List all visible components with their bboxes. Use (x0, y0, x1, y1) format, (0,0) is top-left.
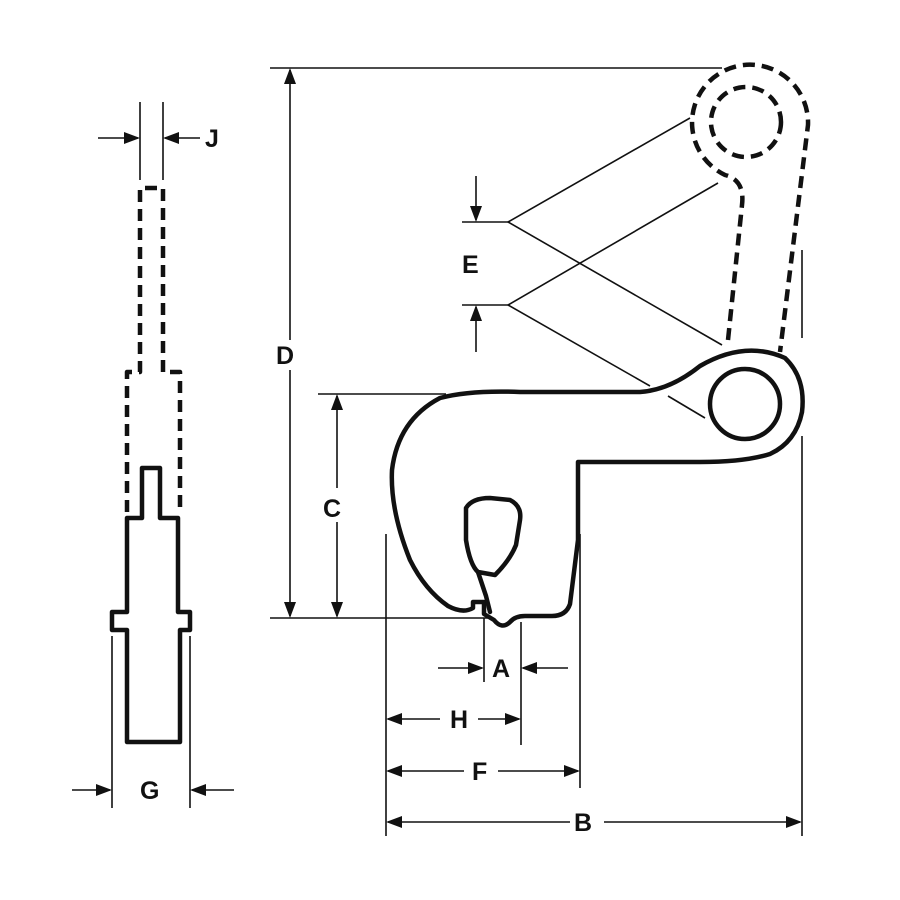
label-j: J (205, 125, 219, 153)
d-arrowhead-top (284, 68, 296, 84)
clamp-body-outline (389, 348, 805, 628)
h-arrowhead-right (505, 713, 521, 725)
side-view-open-outline (124, 185, 183, 512)
b-arrowhead-left (386, 816, 402, 828)
g-arrowhead-right (190, 784, 206, 796)
e-ray-4 (507, 304, 651, 387)
label-b: B (574, 809, 592, 837)
j-arrowhead-right (163, 132, 179, 144)
e-ray-1 (507, 117, 691, 223)
pivot-hole (707, 366, 783, 442)
side-view: J G (72, 102, 234, 808)
side-view-body (109, 465, 193, 745)
label-f: F (472, 758, 487, 786)
d-arrowhead-bottom (284, 602, 296, 618)
c-arrowhead-top (331, 394, 343, 410)
c-arrowhead-bottom (331, 602, 343, 618)
a-arrowhead-right (521, 662, 537, 674)
e-arrowhead-bottom (470, 305, 482, 321)
front-view: E D C A H (270, 62, 811, 837)
e-ray-2 (507, 221, 723, 346)
a-arrowhead-left (468, 662, 484, 674)
label-d: D (276, 342, 294, 370)
h-arrowhead-left (386, 713, 402, 725)
jaw-cam (463, 495, 523, 578)
label-e: E (462, 251, 479, 279)
label-g: G (140, 777, 159, 805)
label-c: C (323, 495, 341, 523)
e-ray-4b (667, 395, 706, 419)
jaw-cam-tip (475, 569, 493, 615)
g-arrowhead-left (96, 784, 112, 796)
label-h: H (450, 706, 468, 734)
e-arrowhead-top (470, 206, 482, 222)
f-arrowhead-left (386, 765, 402, 777)
b-arrowhead-right (786, 816, 802, 828)
label-a: A (492, 655, 510, 683)
f-arrowhead-right (564, 765, 580, 777)
e-ray-3 (507, 182, 719, 306)
j-arrowhead-left (124, 132, 140, 144)
open-lever-outline (689, 62, 811, 353)
open-lever-pivot-hole (708, 84, 784, 160)
